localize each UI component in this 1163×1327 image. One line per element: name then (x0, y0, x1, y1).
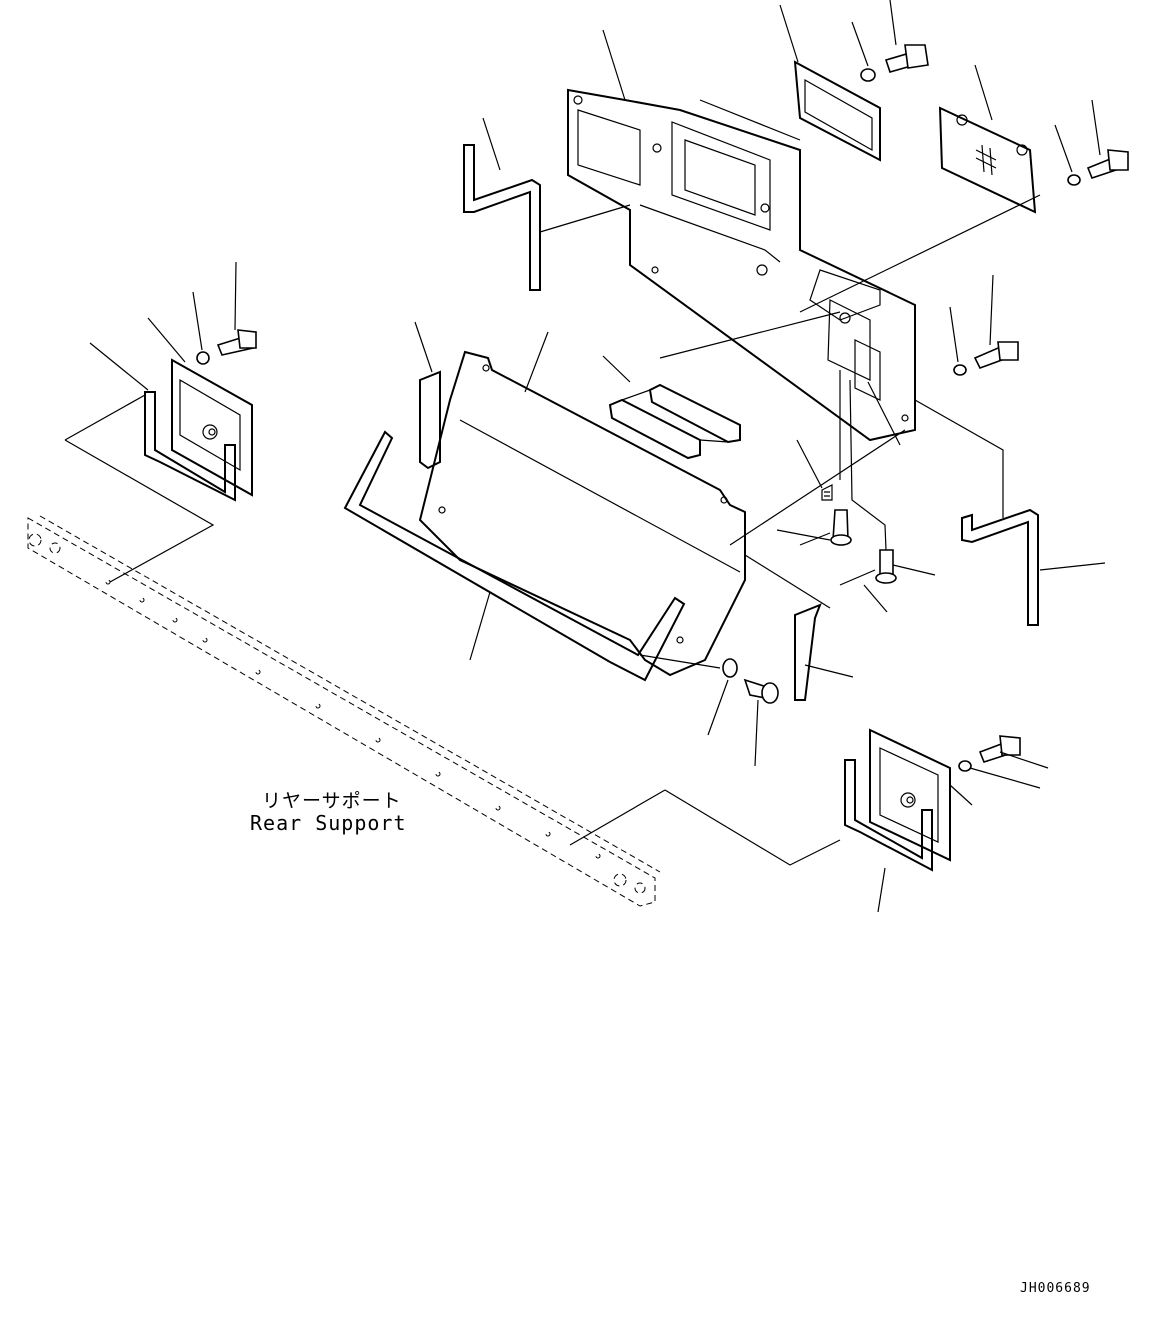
latch-pin-left (799, 509, 852, 546)
latch-pin-right (839, 549, 897, 586)
left-upper-bolt (196, 329, 257, 365)
right-label-plate (938, 106, 1037, 214)
leader-lines (64, 0, 1106, 913)
lower-washer (722, 658, 738, 678)
upper-bracket-assembly (567, 88, 916, 442)
lower-cover-seal (343, 430, 686, 682)
right-strap (961, 508, 1039, 626)
right-bolt (1067, 149, 1129, 186)
lower-cover-panel (418, 350, 746, 677)
upper-left-strap (463, 144, 541, 291)
right-grab-handle (844, 728, 951, 872)
left-grab-handle (144, 358, 253, 502)
rear-support-label-en: Rear Support (250, 811, 407, 835)
top-cover-plate (793, 60, 881, 162)
top-bolt (860, 44, 929, 82)
left-strip (419, 370, 441, 470)
mid-strip (794, 603, 822, 701)
rear-support-beam (27, 515, 661, 907)
center-handle (608, 383, 741, 460)
spring (821, 484, 833, 501)
mid-right-bolt (953, 341, 1019, 376)
lower-bolt (743, 678, 779, 704)
rear-support-label-jp: リヤーサポート (262, 790, 402, 812)
lower-right-bolt (958, 735, 1021, 772)
drawing-number: JH006689 (1020, 1281, 1091, 1296)
